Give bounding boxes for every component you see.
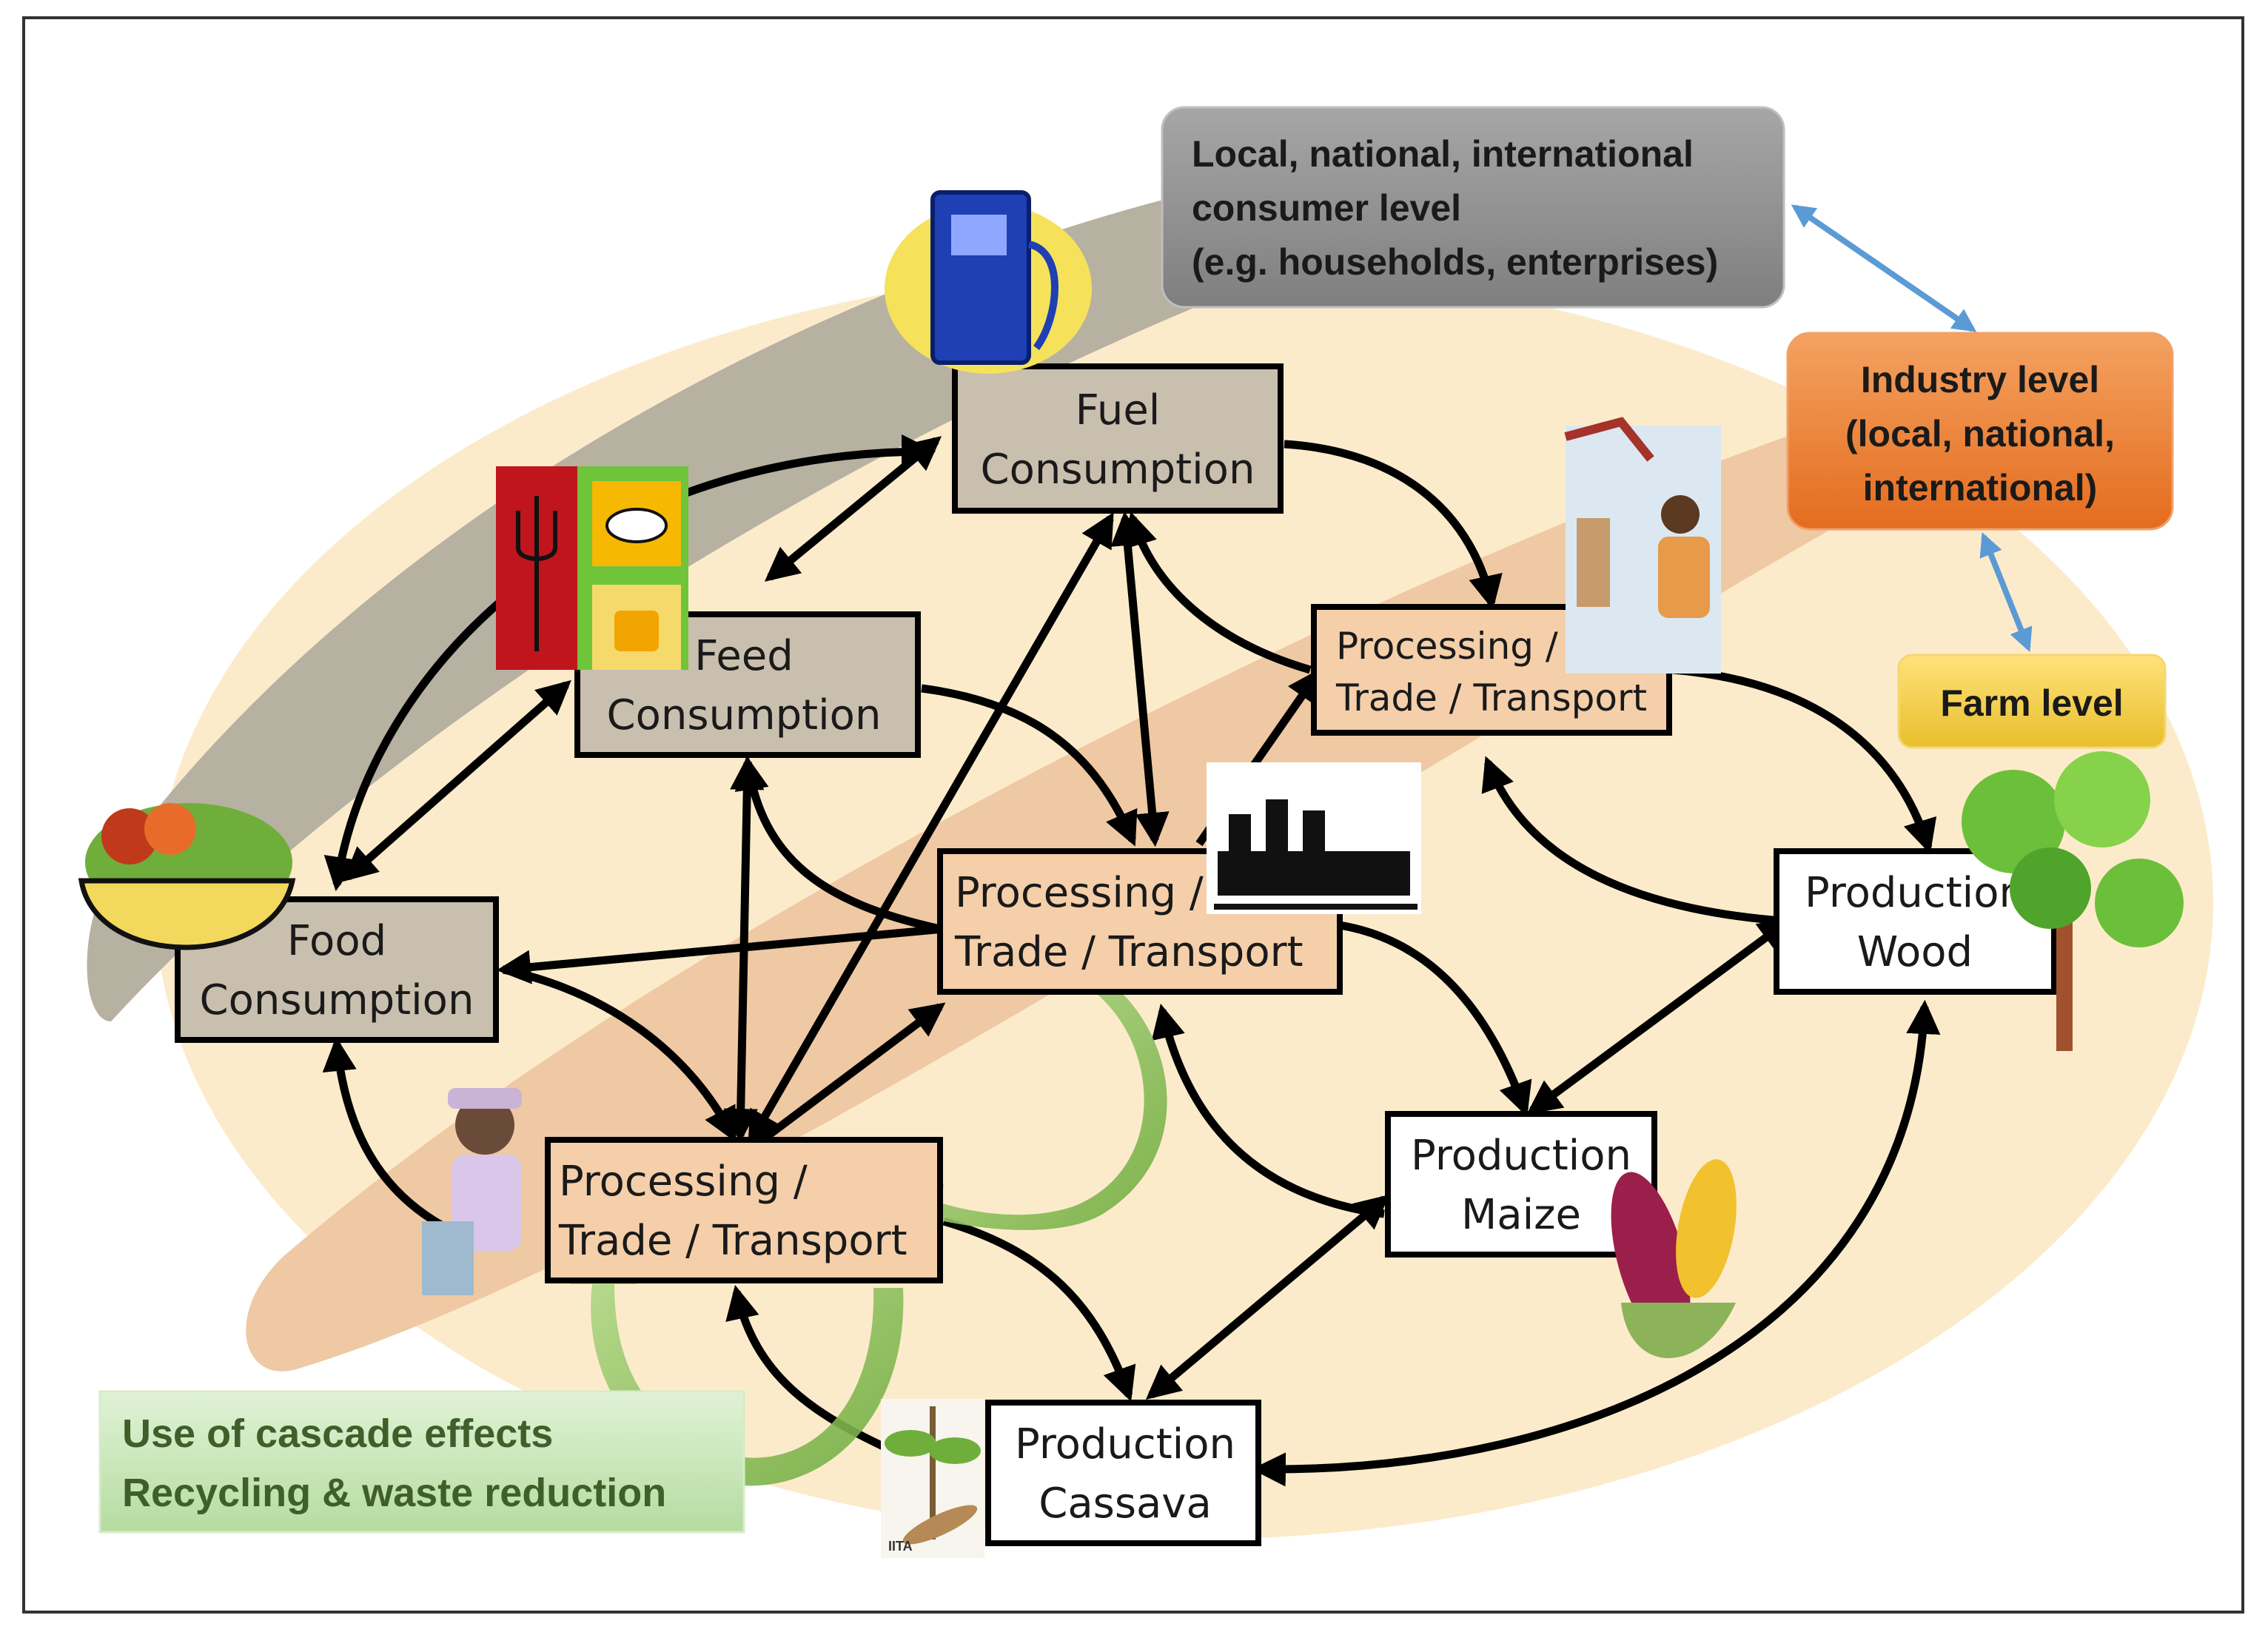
node-production-wood: Production Wood [1774,848,2057,995]
proc-top-line1: Processing / [1336,625,1558,668]
industry-line1: Industry level [1861,359,2099,400]
cassava-line1: Production [1015,1420,1235,1468]
factory-icon [1207,762,1421,914]
consumer-line3: (e.g. households, enterprises) [1192,241,1718,283]
industry-line3: international) [1863,467,2098,508]
proc-low-line2: Trade / Transport [558,1217,907,1265]
maize-line2: Maize [1461,1191,1581,1239]
arrow-feed-food [343,679,571,882]
arrow-wood-cassava [1251,999,1941,1487]
node-feed: Feed Consumption [574,611,921,758]
level-industry: Industry level (local, national, interna… [1786,332,2174,531]
consumer-line2: consumer level [1192,187,1461,229]
node-production-cassava: Production Cassava [985,1400,1261,1546]
arrow-proclow-cassava [942,1217,1136,1402]
arrow-fuel-proctop [1284,440,1503,611]
arrow-proctop-wood [1672,665,1937,854]
node-production-maize: Production Maize [1385,1111,1657,1258]
fuel-pump-icon [885,190,1092,374]
wood-line2: Wood [1857,928,1973,976]
arrow-proclow-feed [723,755,765,1144]
level-consumer: Local, national, international consumer … [1161,106,1785,309]
fruit-basket-icon [78,803,296,950]
proc-mid-line1: Processing / [955,869,1204,917]
arrow-wood-proctop [1481,756,1792,926]
cascade-line1: Use of cascade effects [122,1411,553,1456]
arrow-industry-farm [1979,532,2033,652]
food-line1: Food [287,917,386,965]
cascade-line2: Recycling & waste reduction [122,1471,666,1515]
maize-line1: Production [1411,1132,1631,1180]
proc-low-line1: Processing / [559,1158,808,1206]
proc-mid-line2: Trade / Transport [954,928,1304,976]
arrow-proclow-fuel [748,511,1114,1146]
iita-logo: IITA [888,1539,913,1554]
level-farm: Farm level [1897,654,2167,749]
wood-line1: Production [1805,869,2025,917]
level-arrows [1791,204,2033,652]
cook-icon [422,1088,522,1295]
proc-top-line2: Trade / Transport [1335,677,1647,719]
maize-cob-icon [1611,1159,1737,1358]
fuel-line1: Fuel [1076,386,1161,434]
node-food: Food Consumption [175,896,499,1043]
arrow-consumer-industry [1791,204,1977,332]
feed-line2: Consumption [607,691,882,739]
livestock-feed-icon [496,466,688,670]
node-fuel: Fuel Consumption [952,363,1284,514]
tree-icon [1962,751,2184,1051]
logging-worker-icon [1564,417,1721,674]
food-line2: Consumption [200,976,474,1024]
cascade-box: Use of cascade effects Recycling & waste… [98,1390,745,1534]
farm-line1: Farm level [1940,682,2123,724]
node-processing-low: Processing / Trade / Transport [545,1137,943,1283]
consumer-line1: Local, national, international [1192,133,1694,175]
cassava-line2: Cassava [1039,1480,1212,1528]
cassava-icon: IITA [881,1399,984,1558]
feed-line1: Feed [694,632,794,680]
industry-line2: (local, national, [1845,413,2115,454]
arrow-proclow-procmid [759,1002,946,1144]
arrow-fuel-procmid [1110,511,1170,847]
arrow-food-proclow [502,965,737,1143]
arrow-proctop-fuel [1124,511,1312,674]
fuel-line2: Consumption [981,446,1255,494]
flow-arrows [322,434,1941,1487]
